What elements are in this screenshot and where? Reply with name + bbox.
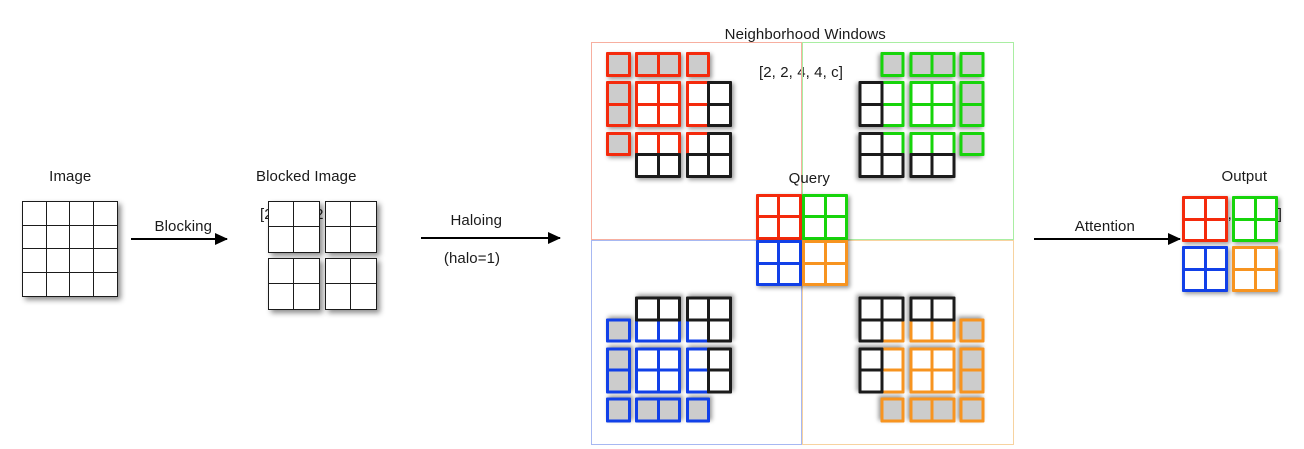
image-cell [22,271,48,297]
query-cell [755,261,781,287]
output-cell [1182,196,1207,221]
output-cell [1253,196,1279,221]
attention-arrow [1034,238,1180,241]
neighborhood-cell-group [685,131,732,178]
blocked-image-title: Blocked Image [256,168,357,185]
output-orange [1232,246,1279,293]
blocked-image-block [268,258,320,310]
blocking-op-label: Blocking [124,198,234,236]
halo-cell [656,102,682,128]
neighborhood-title: Neighborhood Windows [724,26,886,43]
query-cell [823,215,849,240]
query-title: Query [788,170,830,187]
halo-padding-cell [606,102,631,128]
blocked-image-block [325,201,377,253]
attention-op-label: Attention [1046,198,1156,236]
halo-cell [685,81,711,106]
haloing-op-label: Haloing (halo=1) [414,192,530,287]
blocking-arrow [131,238,227,241]
neighborhood-quadrant-frame-bottom-left [591,240,802,445]
output-title: Output [1221,168,1268,185]
neighborhood-cell-group [606,131,631,178]
image-title: Image [49,168,92,185]
neighborhood-cell-group [635,131,682,178]
halo-padding-cell [656,52,682,77]
neighborhood-quadrant-frame-top-right [802,42,1014,240]
image-cell [45,248,71,274]
neighborhood-cell-group [606,52,631,77]
output-cell [1203,217,1229,243]
query-cell [777,215,802,240]
blocked-image-cell [293,201,320,228]
neighborhood-quadrant-frame-top-left [591,42,802,240]
blocked-image-grid [268,201,377,310]
halo-padding-cell [606,52,631,77]
output-cell [1253,217,1279,243]
output-cell [1253,267,1279,293]
blocked-image-cell [325,283,352,310]
blocked-image-cell [350,226,377,253]
halo-padding-cell [606,131,631,157]
halo-padding-cell [685,52,711,77]
neighborhood-cell-group [685,81,732,128]
blocked-image-block [325,258,377,310]
blocked-image-block [268,201,320,253]
output-blue [1182,246,1229,293]
neighborhood-cell-group [685,52,732,77]
neighbor-block-cell [707,153,732,178]
query-cell [802,261,827,287]
output-cell [1203,267,1229,293]
query-red [755,193,802,240]
image-cell [69,271,95,297]
output-cell [1182,267,1207,293]
neighbor-block-cell [707,102,732,128]
query-orange [802,240,849,287]
query-cell [823,261,849,287]
neighborhood-cell-group [635,52,682,77]
blocking-label: Blocking [154,218,213,235]
neighborhood-quadrant-frame-bottom-right [802,240,1014,445]
haloing-label: Haloing [450,212,503,229]
query-green [802,193,849,240]
haloing-sublabel: (halo=1) [443,250,501,267]
neighborhood-shape: [2, 2, 4, 4, c] [758,64,844,81]
blocked-image-cell [325,226,352,253]
blocked-image-cell [293,258,320,285]
neighborhood-cell-group [606,81,631,128]
neighborhood-window-top-left [606,52,732,178]
output-cell [1182,217,1207,243]
query-cell [777,261,802,287]
blocked-image-cell [268,258,295,285]
image-grid [22,201,118,297]
neighborhood-title-block: Neighborhood Windows [2, 2, 4, 4, c] [690,6,912,101]
neighbor-block-cell [656,153,682,178]
blocked-image-cell [350,283,377,310]
query-blue [755,240,802,287]
blocked-image-cell [293,226,320,253]
output-red [1182,196,1229,243]
image-cell [45,271,71,297]
image-cell [92,224,118,250]
attention-label: Attention [1074,218,1135,235]
image-cell [92,201,118,227]
haloing-arrow [421,237,560,240]
neighborhood-cell-group [635,81,682,128]
image-cell [92,271,118,297]
output-cell [1203,196,1229,221]
output-green [1232,196,1279,243]
blocked-image-cell [293,283,320,310]
